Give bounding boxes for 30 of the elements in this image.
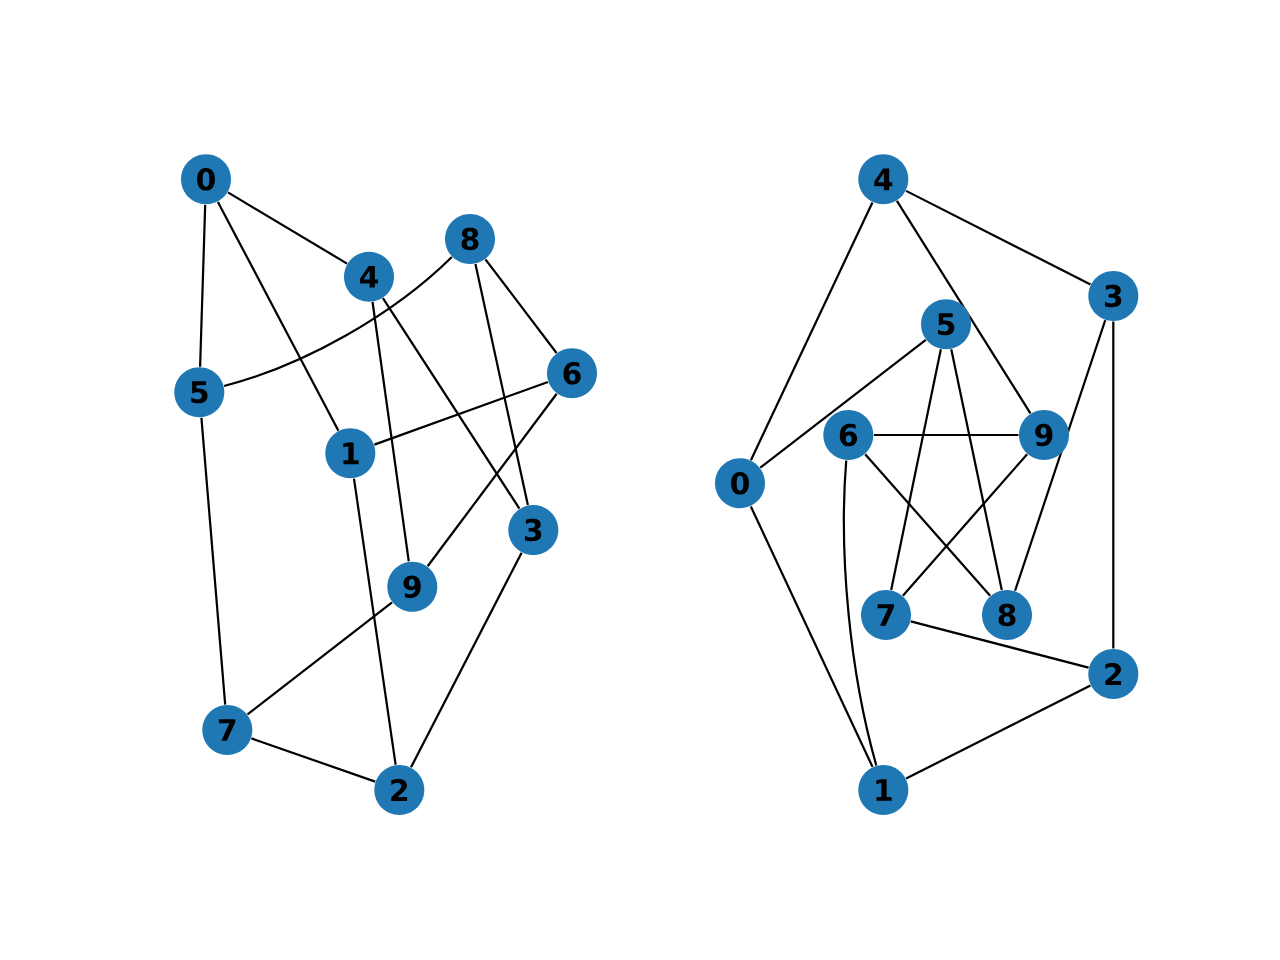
edge-line [200,417,227,705]
edge-line [410,552,523,768]
edge-line [373,380,549,446]
edge-line [484,258,558,354]
edge-line [223,256,453,388]
edge-line [1112,321,1115,649]
edge-line [895,200,1032,414]
edge-line [749,506,874,768]
edge-line [759,339,927,469]
edge-line [1014,319,1107,592]
edge-line [246,601,393,716]
edge-line [890,349,942,591]
edge-line [910,620,1089,669]
edge-line [199,204,207,367]
edge-line [474,263,529,506]
edge-line [251,737,376,783]
edge-line [864,453,991,597]
edge-line [950,349,1003,591]
edge-line [227,191,348,265]
edge-line [216,201,340,432]
edge-line [381,297,521,510]
edge-line [371,301,410,562]
edge-line [905,684,1091,780]
edge-line [352,478,397,765]
edge-line [426,393,558,567]
edge-line [905,189,1092,286]
edge-line [842,460,878,766]
edge-line [873,433,1019,437]
edge-line [749,201,874,461]
edge-line [902,453,1028,597]
